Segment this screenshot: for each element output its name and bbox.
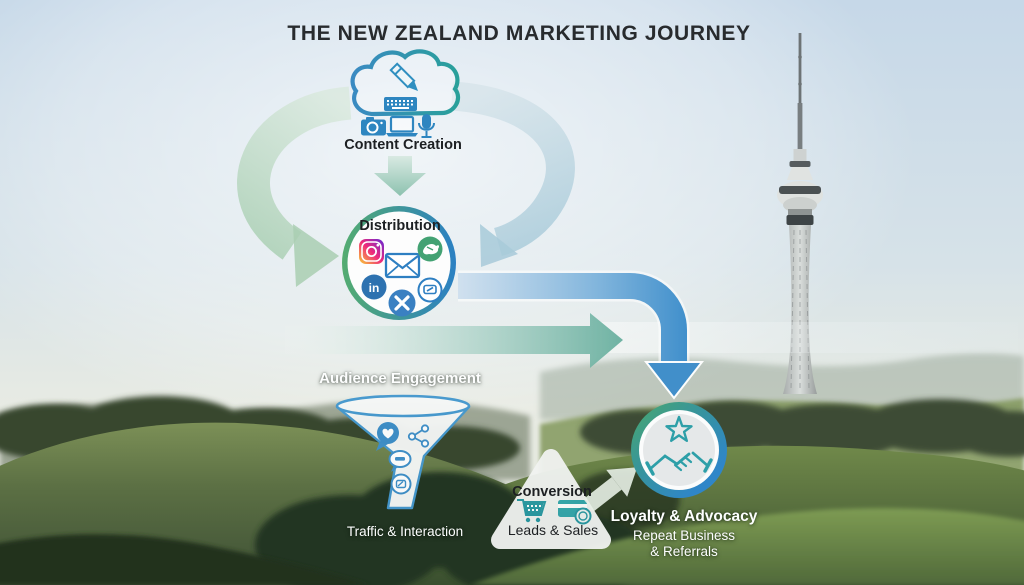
funnel-drop-icon	[390, 473, 412, 495]
linkedin-glyph: in	[369, 281, 380, 295]
payment-card-icon	[558, 500, 592, 525]
content-creation-label: Content Creation	[344, 137, 462, 153]
camera-icon	[361, 117, 386, 136]
x-icon	[388, 289, 416, 317]
traffic-interaction-label: Traffic & Interaction	[346, 524, 464, 539]
chat-badge-icon	[417, 277, 443, 303]
heart-bubble-icon	[376, 422, 399, 451]
repeat-business-label: Repeat Business	[632, 528, 736, 543]
foreground-dark-left	[0, 534, 370, 585]
loyalty-node	[631, 402, 727, 498]
handshake-icon	[645, 451, 713, 476]
microphone-icon	[418, 114, 435, 138]
laptop-icon	[386, 115, 418, 137]
arrow-teal-horizontal	[285, 313, 623, 368]
arrow-loop-left	[237, 86, 352, 287]
ellipsis-bubble-icon	[388, 450, 412, 472]
bird-icon	[417, 236, 443, 262]
cart-icon	[517, 499, 547, 523]
referrals-label: & Referrals	[650, 544, 718, 559]
distribution-node: in	[342, 206, 456, 320]
keyboard-icon	[384, 97, 417, 111]
arrow-conversion-loyalty	[583, 467, 638, 512]
linkedin-icon: in	[361, 274, 387, 300]
funnel-top	[335, 394, 471, 418]
loyalty-advocacy-label: Loyalty & Advocacy	[610, 508, 758, 525]
star-icon	[665, 415, 693, 442]
foreground-hill-right	[470, 508, 1024, 585]
audience-engagement-label: Audience Engagement	[319, 370, 481, 387]
instagram-icon	[359, 239, 384, 264]
email-icon	[384, 252, 421, 279]
page-title: THE NEW ZEALAND MARKETING JOURNEY	[287, 22, 751, 45]
arrow-down	[374, 156, 426, 196]
share-icon	[407, 424, 430, 448]
conversion-label: Conversion	[512, 484, 592, 500]
content-creation-node	[350, 49, 461, 138]
arrow-blue-curve	[458, 270, 705, 400]
audience-engagement-node	[335, 394, 471, 510]
arrow-loop-right	[450, 81, 575, 267]
conversion-node	[491, 449, 611, 549]
leads-sales-label: Leads & Sales	[507, 522, 599, 538]
pencil-icon	[389, 62, 419, 92]
distribution-label: Distribution	[359, 218, 441, 234]
